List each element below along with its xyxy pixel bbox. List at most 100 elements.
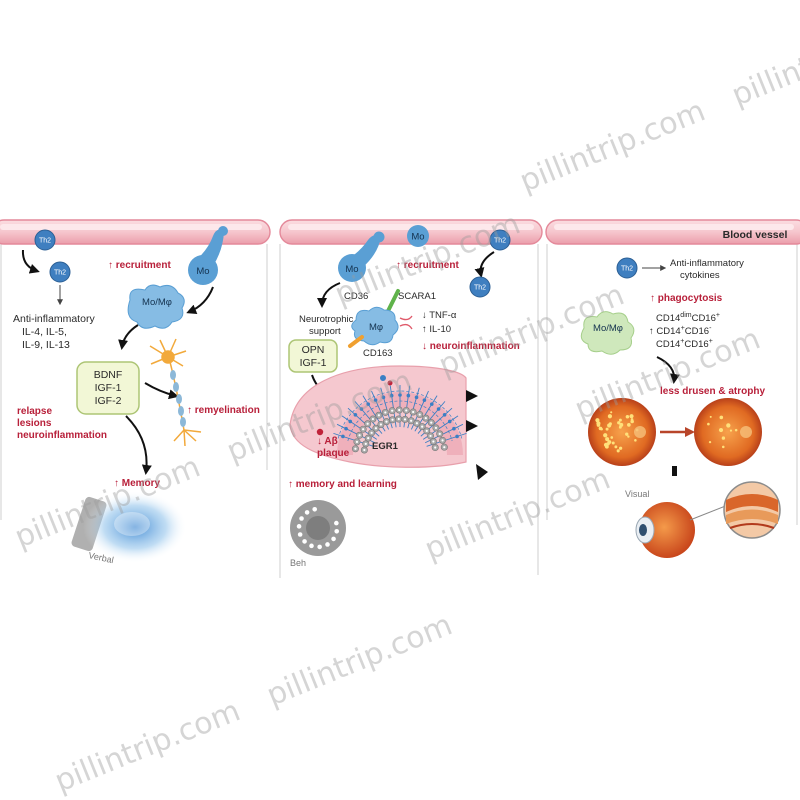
monocyte-subset-label: CD14+CD16+: [656, 338, 713, 350]
myelin-sheath: [170, 370, 186, 427]
subset-text: CD14: [656, 313, 680, 324]
arrow-to-factors: [118, 324, 139, 350]
monocyte-body: [407, 225, 429, 247]
water-maze-image: [290, 500, 346, 556]
drusen-dot: [605, 427, 609, 431]
neuron-soma: [452, 426, 456, 431]
th2-label: Th2: [54, 270, 66, 277]
neuron-soma: [389, 393, 394, 398]
granule-cell-core: [397, 417, 400, 421]
axon-terminal: [183, 429, 186, 447]
outcome-label: neuroinflammation: [17, 430, 107, 441]
neuroinflammation-label: ↓ neuroinflammation: [422, 341, 520, 352]
arrow-th2-migration: [21, 249, 40, 274]
macrophage-label: Mφ: [369, 322, 383, 333]
granule-cell-core: [385, 420, 388, 423]
neuron-soma: [398, 393, 402, 397]
subset-text: CD14: [656, 339, 680, 350]
granule-cell-core: [441, 439, 444, 442]
th2-label: Th2: [39, 238, 51, 245]
neurotrophic-factors-box: [76, 361, 140, 415]
maze-track-dot: [331, 536, 336, 542]
neuron-soma: [414, 395, 419, 400]
neuron-soma: [344, 426, 348, 431]
anti-inflammatory-label: Anti-inflammatory: [13, 313, 95, 325]
th2-label: Th2: [474, 285, 486, 292]
zoom-line: [689, 504, 729, 521]
granule-cell-core: [415, 422, 419, 425]
drusen-dot: [630, 419, 634, 424]
drusen-dot: [619, 422, 624, 427]
arrow-marker: [672, 466, 677, 476]
blood-vessel-title: Blood vessel: [723, 229, 788, 241]
neuron-soma: [348, 419, 353, 424]
granule-cell-core: [391, 418, 394, 421]
drusen-dot: [614, 445, 618, 449]
th2-label: Th2: [621, 266, 633, 273]
granule-cell-core: [384, 411, 387, 414]
neuron-soma: [161, 350, 175, 364]
neuron-soma: [373, 398, 378, 402]
interleukin-list: IL-9, IL-13: [22, 339, 70, 351]
subset-superscript: -: [709, 325, 712, 332]
vessel-header-highlight: [288, 224, 534, 230]
maze-track-dot: [334, 528, 340, 534]
drusen-dot: [617, 421, 621, 425]
drusen-dot: [611, 441, 615, 445]
granule-cell-core: [391, 409, 394, 412]
granule-cell-core: [425, 429, 428, 433]
drusen-dot: [618, 418, 622, 422]
recruitment-label: ↑ recruitment: [396, 260, 459, 271]
receptor-strand: [399, 323, 413, 330]
th2-cell: [616, 257, 638, 279]
granule-cell-core: [421, 425, 424, 428]
drusen-dot: [629, 414, 634, 419]
cd36-receptor-label: CD36: [344, 291, 368, 302]
arrow-marker: [476, 464, 488, 480]
eyeball: [639, 502, 695, 558]
cd163-receptor-label: CD163: [363, 348, 393, 359]
monocyte-subset-label: CD14dimCD16+: [656, 312, 720, 324]
drusen-dot: [707, 422, 710, 426]
maze-track-dot: [334, 520, 339, 526]
retina-after-image: [694, 398, 762, 466]
factor-label: OPN: [302, 344, 325, 356]
arrow-monocyte-differentiation: [317, 282, 341, 308]
neurotrophic-label: Neurotrophic: [299, 314, 354, 325]
neuron-soma: [429, 402, 434, 406]
recruitment-label: ↑ recruitment: [108, 260, 171, 271]
brain-scan-highlight: [114, 512, 150, 536]
subset-text: CD16: [685, 326, 709, 337]
granule-cell-core: [379, 423, 383, 426]
monocyte-tail-tip: [218, 226, 228, 236]
neuron-soma: [341, 434, 345, 439]
neuron-soma: [353, 413, 358, 417]
drusen-dot: [605, 437, 610, 442]
panel-multiple-sclerosis: Th2 Th2 Anti-inflammatory IL-4, IL-5, IL…: [0, 219, 271, 565]
drusen-dot: [625, 414, 630, 419]
outcome-label: relapse: [17, 406, 52, 417]
macrophage-cell: [351, 306, 399, 346]
visual-label: Visual: [625, 489, 649, 499]
maze-track-dot: [317, 544, 322, 550]
maze-track-dot: [325, 542, 330, 547]
egr1-label: EGR1: [372, 441, 399, 452]
granule-cell-core: [434, 426, 438, 430]
macrophage-cell: [127, 284, 185, 329]
plaque-marker: [387, 380, 393, 386]
factor-label: IGF-1: [300, 357, 327, 369]
memory-learning-label: ↑ memory and learning: [288, 479, 397, 490]
drusen-dot: [610, 436, 614, 439]
maze-track-dot: [312, 506, 318, 512]
th2-cell: [489, 229, 511, 251]
granule-cell-core: [371, 417, 375, 421]
retina-before-image: [588, 398, 656, 466]
myelin-segment: [178, 406, 184, 416]
pupil: [639, 524, 647, 536]
neurotrophic-label: support: [309, 326, 341, 337]
neuron-soma: [359, 407, 364, 411]
granule-cell-core: [370, 431, 373, 434]
drusen-dot: [607, 414, 613, 419]
granule-cell-core: [403, 418, 407, 421]
abeta-label: plaque: [317, 448, 350, 459]
